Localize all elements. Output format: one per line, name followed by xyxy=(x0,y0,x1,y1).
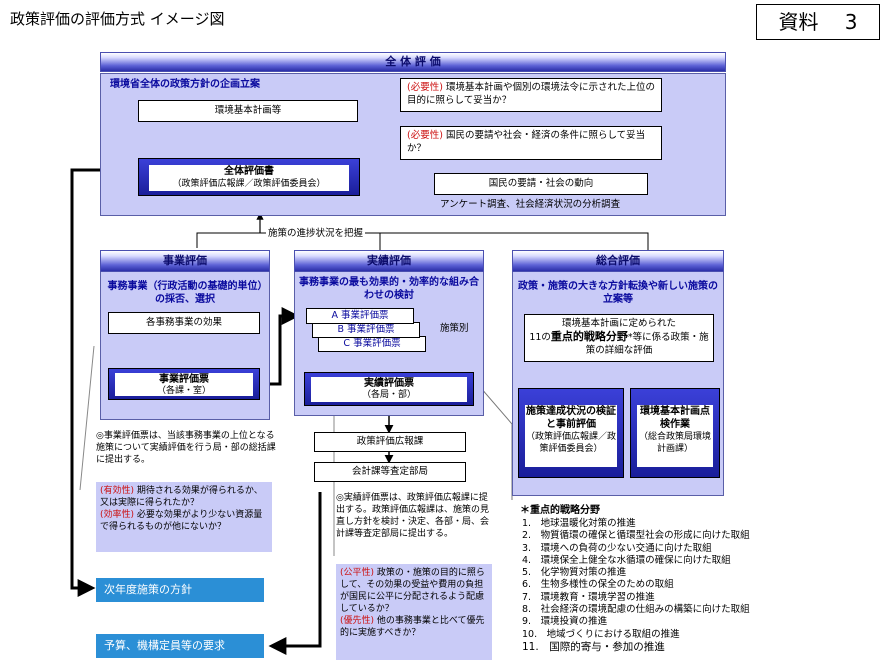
plan-check-sub: （総合政策局環境計画課） xyxy=(638,432,711,454)
pri-tag: (優先性) xyxy=(340,616,375,626)
progress-label: 施策の進捗状況を把握 xyxy=(266,227,366,240)
need1-text: 環境基本計画や個別の環境法令に示された上位の目的に照らして妥当か？ xyxy=(407,82,655,106)
general-desc-box: 環境基本計画に定められた 11の重点的戦略分野*等に係る政策・施策の詳細な評価 xyxy=(524,314,714,362)
verification-title: 施策達成状況の検証と事前評価 xyxy=(526,406,616,430)
overall-eval-doc-title: 全体評価書 xyxy=(224,166,274,177)
effect-box: 各事務事業の効果 xyxy=(108,312,260,334)
sheet-b: B 事業評価票 xyxy=(312,322,420,338)
by-policy-label: 施策別 xyxy=(440,323,469,334)
survey-note: アンケート調査、社会経済状況の分析調査 xyxy=(440,199,621,210)
project-sheet-title: 事業評価票 xyxy=(159,374,209,385)
strategic-item: 4. 環境保全上健全な水循環の確保に向けた取組 xyxy=(522,554,731,566)
strategic-item: 6. 生物多様性の保全のための取組 xyxy=(522,579,674,591)
plan-check-title: 環境基本計画点検作業 xyxy=(640,406,710,430)
efc-tag: (効率性) xyxy=(100,510,135,520)
fair-tag: (公平性) xyxy=(340,568,375,578)
perf-sheet-sub: （各局・部） xyxy=(361,390,416,400)
efc-text: 必要な効果がより少ない資源量で得られるものが他にないか？ xyxy=(100,510,263,532)
fairness-box: (公平性) 政策の・施策の目的に照らして、その効果の受益や費用の負担が国民に公平… xyxy=(336,564,492,660)
perf-sheet-title: 実績評価票 xyxy=(364,378,414,389)
general-desc-num: 11の xyxy=(529,332,551,343)
strategic-header: ＊重点的戦略分野 xyxy=(520,505,600,516)
strategic-item: 10. 地域づくりにおける取組の推進 xyxy=(522,628,680,640)
general-eval-subtitle: 政策・施策の大きな方針転換や新しい施策の立案等 xyxy=(518,281,718,305)
project-eval-note: ◎事業評価票は、当該事務事業の上位となる施策について実績評価を行う局・部の総括課… xyxy=(96,431,276,465)
pri-text: 他の事務事業と比べて優先的に実施すべきか？ xyxy=(340,616,485,638)
strategic-item: 3. 環境への負荷の少ない交通に向けた取組 xyxy=(522,542,712,554)
need-box-1: (必要性) 環境基本計画や個別の環境法令に示された上位の目的に照らして妥当か？ xyxy=(400,78,662,112)
basic-plan-box: 環境基本計画等 xyxy=(138,100,358,122)
perf-eval-note: ◎実績評価票は、政策評価広報課に提出する。政策評価広報課は、施策の見直し方針を検… xyxy=(336,493,490,539)
strategic-item: 2. 物質循環の確保と循環型社会の形成に向けた取組 xyxy=(522,530,750,542)
dept-box-1: 政策評価広報課 xyxy=(314,432,466,452)
effectiveness-box: (有効性) 期待される効果が得られるか、又は実際に得られたか？ (効率性) 必要… xyxy=(96,482,272,552)
strategic-item: 9. 環境投資の推進 xyxy=(522,616,608,628)
doc-label: 資料 3 xyxy=(756,4,880,40)
perf-eval-sheet: 実績評価票 （各局・部） xyxy=(304,372,474,406)
eff-tag: (有効性) xyxy=(100,486,135,496)
strategic-item: 5. 化学物質対策の推進 xyxy=(522,567,627,579)
general-eval-header: 総合評価 xyxy=(512,250,724,272)
dept-box-2: 会計課等査定部局 xyxy=(314,462,466,482)
strategic-item: 8. 社会経済の環境配慮の仕組みの構築に向けた取組 xyxy=(522,604,750,616)
need2-tag: (必要性) xyxy=(407,130,443,141)
general-desc-bold: 重点的戦略分野 xyxy=(550,330,628,343)
sheet-a: A 事業評価票 xyxy=(306,308,414,324)
sheet-c: C 事業評価票 xyxy=(318,336,426,352)
project-sheet-sub: （各課・室） xyxy=(156,386,211,396)
perf-eval-subtitle: 事務事業の最も効果的・効率的な組み合わせの検討 xyxy=(299,277,479,301)
project-eval-sheet: 事業評価票 （各課・室） xyxy=(108,368,260,400)
overall-subtitle: 環境省全体の政策方針の企画立案 xyxy=(110,79,260,90)
strategic-item: 7. 環境教育・環境学習の推進 xyxy=(522,591,655,603)
strategic-list: 1. 地球温暖化対策の推進 2. 物質循環の確保と循環型社会の形成に向けた取組 … xyxy=(522,518,822,654)
eff-text: 期待される効果が得られるか、又は実際に得られたか？ xyxy=(100,486,263,508)
overall-eval-doc: 全体評価書 （政策評価広報課／政策評価委員会） xyxy=(138,158,360,196)
verification-sub: （政策評価広報課／政策評価委員会） xyxy=(525,432,616,454)
need-box-2: (必要性) 国民の要請や社会・経済の条件に照らして妥当か？ xyxy=(400,126,662,160)
project-eval-subtitle: 事務事業（行政活動の基礎的単位）の採否、選択 xyxy=(107,281,263,305)
page-title: 政策評価の評価方式 イメージ図 xyxy=(10,10,225,28)
strategic-item: 1. 地球温暖化対策の推進 xyxy=(522,518,636,529)
next-year-box: 次年度施策の方針 xyxy=(96,578,264,602)
overall-eval-doc-sub: （政策評価広報課／政策評価委員会） xyxy=(172,179,326,189)
plan-check-box: 環境基本計画点検作業 （総合政策局環境計画課） xyxy=(630,388,720,478)
verification-box: 施策達成状況の検証と事前評価 （政策評価広報課／政策評価委員会） xyxy=(518,388,624,478)
perf-eval-header: 実績評価 xyxy=(294,250,484,272)
strategic-item: 11. 国際的寄与・参加の推進 xyxy=(522,640,665,653)
project-eval-header: 事業評価 xyxy=(100,250,270,272)
public-demand-box: 国民の要請・社会の動向 xyxy=(434,173,648,195)
fair-text: 政策の・施策の目的に照らして、その効果の受益や費用の負担が国民に公平に分配される… xyxy=(340,568,485,614)
overall-header: 全 体 評 価 xyxy=(100,52,726,72)
general-desc-post: *等に係る政策・施策の詳細な評価 xyxy=(585,332,709,356)
budget-box: 予算、機構定員等の要求 xyxy=(96,634,264,658)
need1-tag: (必要性) xyxy=(407,82,443,93)
need2-text: 国民の要請や社会・経済の条件に照らして妥当か？ xyxy=(407,130,646,154)
general-desc-pre: 環境基本計画に定められた xyxy=(561,318,676,329)
